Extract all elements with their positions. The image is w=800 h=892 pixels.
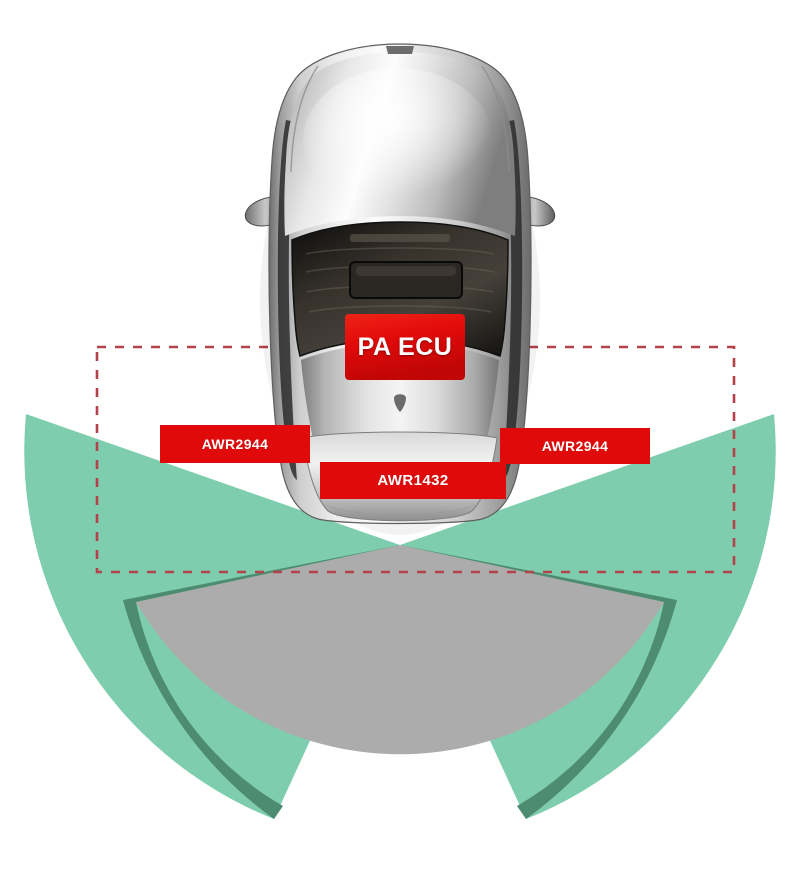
sensor-plate-right[interactable] [500,428,650,464]
body-shadow-right [503,120,523,480]
coverage-fans [24,414,776,819]
sensor-label-center-rear[interactable]: AWR1432 [377,472,449,489]
sensor-plate-left[interactable] [160,425,310,463]
trunk-handle [394,394,406,412]
roof-seam-right [481,65,510,173]
sensor-label-corner-left[interactable]: AWR2944 [201,436,269,452]
brake-light-bar [350,234,450,242]
body-shadow-left [277,120,297,480]
pa-ecu-box[interactable] [345,314,465,380]
sensor-plate-center[interactable] [320,462,506,499]
roof-seam-left [290,65,319,173]
rear-glass-highlight-sheen [356,266,456,276]
sensor-label-corner-right[interactable]: AWR2944 [541,438,609,454]
coverage-fan-center [136,545,664,755]
pa-ecu-label[interactable]: PA ECU [357,332,453,361]
roof-antenna [386,46,414,54]
